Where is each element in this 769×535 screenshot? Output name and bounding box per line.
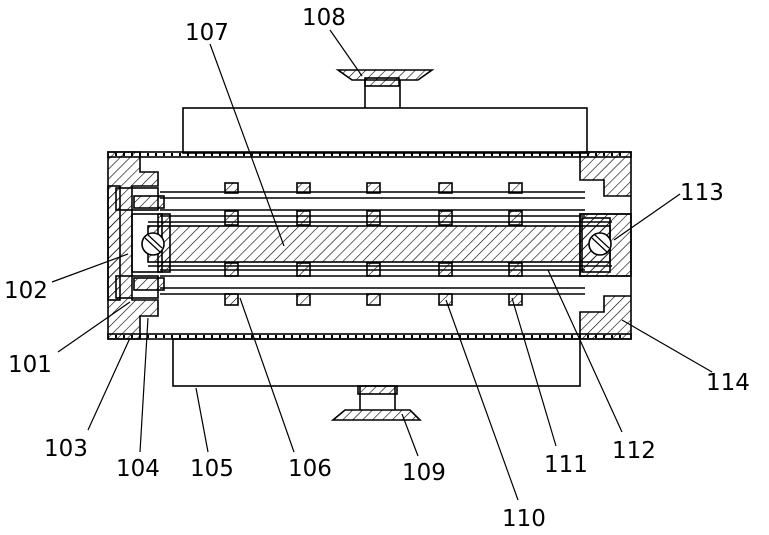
label-103: 103 — [44, 436, 88, 462]
bottom-chamber — [173, 339, 580, 386]
end-ball-right — [589, 233, 611, 255]
bottom-outlet-pipe — [333, 386, 420, 420]
label-112: 112 — [612, 438, 656, 464]
label-107: 107 — [185, 20, 229, 46]
label-102: 102 — [4, 278, 48, 304]
top-inlet-pipe — [338, 70, 432, 108]
label-114: 114 — [706, 370, 750, 396]
label-111: 111 — [544, 452, 588, 478]
end-ball-left — [142, 233, 164, 255]
label-113: 113 — [680, 180, 724, 206]
label-104: 104 — [116, 456, 160, 482]
label-110: 110 — [502, 506, 546, 532]
outer-shell-top — [108, 152, 631, 157]
label-101: 101 — [8, 352, 52, 378]
label-109: 109 — [402, 460, 446, 486]
label-105: 105 — [190, 456, 234, 482]
top-chamber — [183, 108, 587, 153]
label-106: 106 — [288, 456, 332, 482]
central-core — [148, 226, 610, 262]
label-108: 108 — [302, 5, 346, 31]
